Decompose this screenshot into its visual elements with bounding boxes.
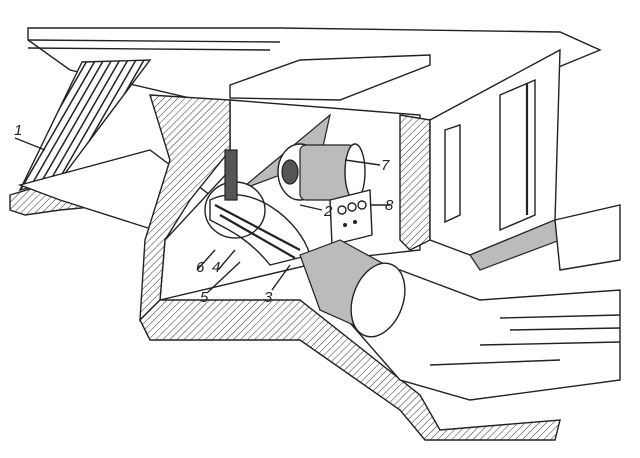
label-2: 2 [323, 203, 333, 220]
label-8: 8 [385, 197, 394, 214]
label-5: 5 [200, 289, 209, 306]
label-6: 6 [196, 259, 205, 276]
turbine [204, 149, 311, 266]
label-4: 4 [212, 259, 220, 276]
generator [277, 143, 366, 201]
right-building [429, 48, 621, 271]
draft-tube [299, 239, 406, 338]
label-7: 7 [381, 157, 390, 174]
control-panel [329, 189, 373, 246]
label-1: 1 [14, 122, 22, 139]
label-3: 3 [264, 289, 273, 306]
leader-lines [14, 137, 390, 293]
